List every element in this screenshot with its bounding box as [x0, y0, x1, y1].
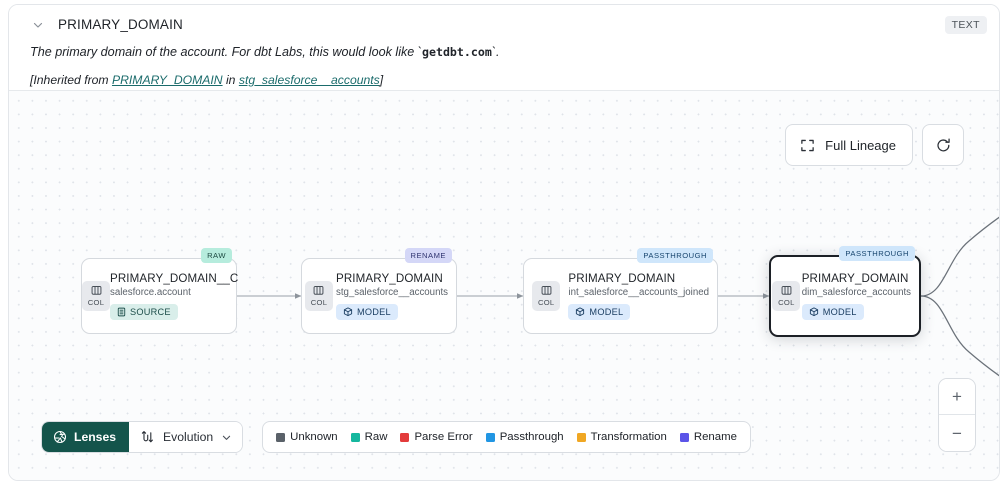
column-icon-label: COL: [87, 298, 105, 307]
description-prefix: The primary domain of the account. For d…: [30, 45, 422, 59]
lenses-evolution-group: Lenses Evolution: [41, 421, 244, 453]
zoom-in-button[interactable]: +: [939, 379, 975, 415]
database-icon: [117, 307, 126, 317]
node-body: PRIMARY_DOMAIN dim_salesforce_accounts M…: [801, 272, 919, 320]
legend-swatch: [400, 432, 410, 442]
legend-item-parse-error: Parse Error: [400, 431, 473, 443]
node-type-pill-model: MODEL: [801, 304, 864, 320]
inherited-prefix: [Inherited from: [30, 73, 112, 87]
legend-label: Transformation: [590, 431, 667, 443]
node-subtitle: dim_salesforce_accounts: [801, 287, 911, 298]
legend-label: Parse Error: [414, 431, 473, 443]
node-tag-passthrough: PASSTHROUGH: [839, 246, 915, 261]
inherited-suffix: ]: [379, 73, 384, 87]
node-tag-passthrough: PASSTHROUGH: [637, 248, 713, 263]
header-title-row: PRIMARY_DOMAIN: [31, 17, 183, 32]
lenses-label: Lenses: [74, 430, 117, 444]
legend-item-raw: Raw: [350, 431, 388, 443]
node-subtitle: stg_salesforce__accounts: [335, 287, 448, 298]
node-icon-area: COL: [302, 281, 336, 311]
aperture-icon: [53, 430, 67, 444]
chevron-down-icon: [221, 432, 232, 443]
column-description: The primary domain of the account. For d…: [30, 45, 500, 59]
lineage-legend: Unknown Raw Parse Error Passthrough: [262, 421, 751, 453]
node-type-pill-model: MODEL: [568, 304, 631, 320]
node-icon-area: COL: [771, 281, 802, 311]
column-icon: COL: [532, 281, 561, 311]
node-body: PRIMARY_DOMAIN int_salesforce__accounts_…: [568, 272, 717, 320]
full-lineage-button[interactable]: Full Lineage: [785, 124, 913, 166]
evolution-dropdown[interactable]: Evolution: [129, 422, 243, 452]
column-detail-card: PRIMARY_DOMAIN TEXT The primary domain o…: [8, 4, 1000, 481]
column-icon-label: COL: [310, 298, 328, 307]
legend-label: Rename: [693, 431, 737, 443]
inherited-model-link[interactable]: stg_salesforce__accounts: [238, 73, 380, 87]
legend-item-transformation: Transformation: [576, 431, 667, 443]
legend-item-unknown: Unknown: [276, 431, 338, 443]
node-body: PRIMARY_DOMAIN__C salesforce.account SOU…: [110, 272, 246, 320]
legend-swatch: [276, 432, 286, 442]
column-icon-label: COL: [537, 298, 555, 307]
zoom-controls: + −: [938, 378, 976, 452]
expand-corners-icon: [800, 138, 815, 153]
node-subtitle: salesforce.account: [110, 287, 191, 298]
lineage-node-stg-salesforce-accounts[interactable]: RENAME COL PRIMARY_DOMAIN stg_salesforce…: [301, 248, 457, 334]
node-title: PRIMARY_DOMAIN: [335, 272, 443, 285]
refresh-button[interactable]: [922, 124, 964, 166]
zoom-out-button[interactable]: −: [939, 415, 975, 451]
legend-item-passthrough: Passthrough: [485, 431, 564, 443]
lenses-button[interactable]: Lenses: [42, 422, 130, 452]
refresh-icon: [935, 137, 952, 154]
inherited-mid: in: [222, 73, 239, 87]
legend-swatch: [679, 432, 689, 442]
inherited-from-line: [Inherited from PRIMARY_DOMAIN in stg_sa…: [30, 73, 383, 87]
card-header: PRIMARY_DOMAIN TEXT The primary domain o…: [9, 5, 999, 91]
legend-swatch: [576, 432, 586, 442]
status-badge: TEXT: [944, 16, 987, 34]
node-type-pill-label: SOURCE: [130, 307, 171, 317]
lineage-node-primary-domain-c[interactable]: RAW COL PRIMARY_DOMAIN__C salesforce.acc…: [81, 248, 238, 334]
flow-arrows-icon: [141, 430, 155, 445]
legend-item-rename: Rename: [679, 431, 737, 443]
chevron-down-icon[interactable]: [31, 18, 45, 32]
node-tag-rename: RENAME: [404, 248, 452, 263]
node-title: PRIMARY_DOMAIN: [801, 272, 909, 285]
column-icon-label: COL: [778, 298, 795, 307]
legend-label: Unknown: [290, 431, 338, 443]
node-type-pill-label: MODEL: [589, 307, 624, 317]
node-icon-area: COL: [82, 281, 110, 311]
column-icon: COL: [304, 281, 333, 311]
cube-icon: [343, 307, 353, 317]
node-type-pill-model: MODEL: [335, 304, 398, 320]
description-code: getdbt.com: [422, 45, 492, 59]
lineage-node-int-salesforce-accounts-joined[interactable]: PASSTHROUGH COL PRIMARY_DOMAIN int_sales…: [523, 248, 718, 334]
lineage-node-dim-salesforce-accounts[interactable]: PASSTHROUGH COL PRIMARY_DOMAIN dim_sales…: [769, 246, 921, 337]
cube-icon: [809, 307, 819, 317]
legend-label: Passthrough: [499, 431, 564, 443]
full-lineage-label: Full Lineage: [825, 137, 896, 153]
inherited-column-link[interactable]: PRIMARY_DOMAIN: [111, 73, 223, 87]
description-suffix: `.: [491, 45, 500, 59]
node-icon-area: COL: [524, 281, 568, 311]
canvas-controls: Full Lineage: [785, 124, 964, 166]
legend-label: Raw: [364, 431, 388, 443]
node-type-pill-label: MODEL: [822, 307, 857, 317]
canvas-bottom-bar: Lenses Evolution: [41, 421, 751, 453]
node-subtitle: int_salesforce__accounts_joined: [568, 287, 709, 298]
node-tag-raw: RAW: [201, 248, 232, 263]
header-divider: [9, 90, 999, 91]
legend-swatch: [350, 432, 360, 442]
node-title: PRIMARY_DOMAIN__C: [110, 272, 239, 285]
node-type-pill-source: SOURCE: [110, 304, 178, 320]
lineage-canvas[interactable]: Full Lineage RAW: [9, 91, 999, 480]
column-icon: COL: [82, 281, 110, 311]
node-title: PRIMARY_DOMAIN: [568, 272, 676, 285]
legend-swatch: [485, 432, 495, 442]
column-icon: COL: [772, 281, 801, 311]
evolution-label: Evolution: [163, 430, 214, 444]
node-body: PRIMARY_DOMAIN stg_salesforce__accounts …: [335, 272, 456, 320]
cube-icon: [575, 307, 585, 317]
node-type-pill-label: MODEL: [356, 307, 391, 317]
page-title: PRIMARY_DOMAIN: [58, 17, 183, 32]
